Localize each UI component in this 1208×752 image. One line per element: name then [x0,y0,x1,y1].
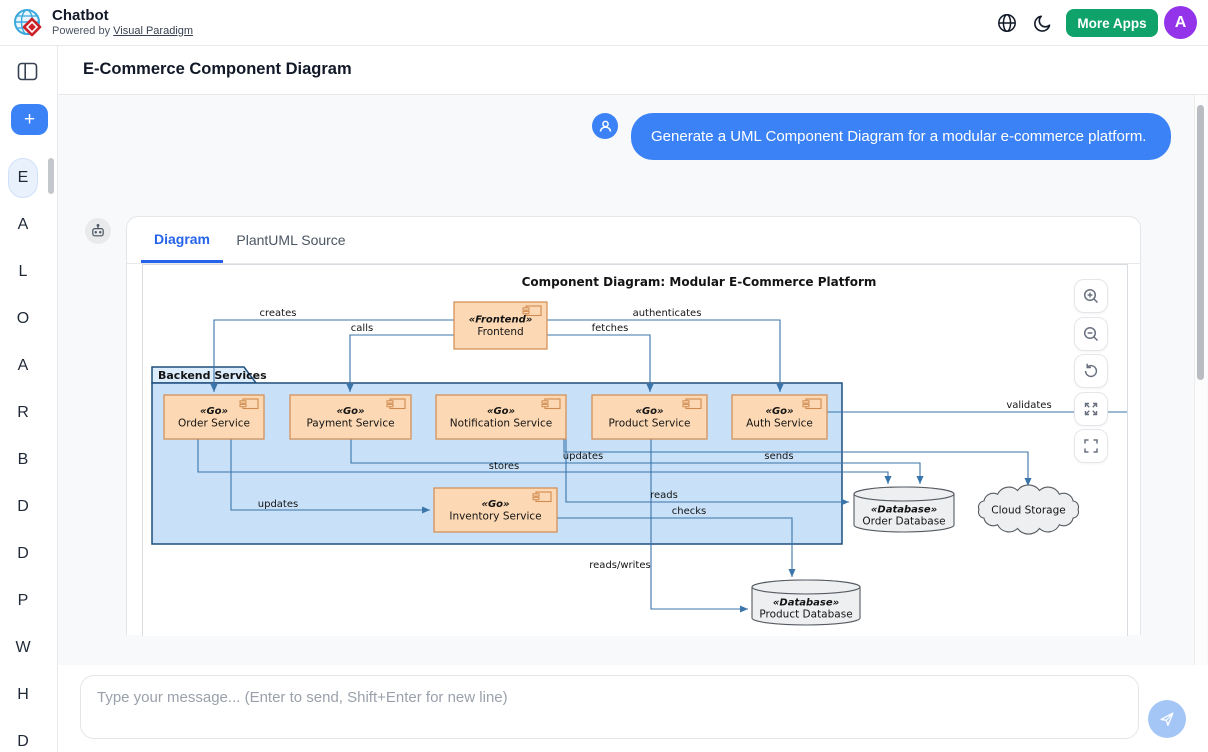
svg-text:«Frontend»: «Frontend» [469,315,533,326]
zoom-out-button[interactable] [1074,316,1108,351]
sidebar-item-r-5[interactable]: R [17,404,29,421]
svg-text:updates: updates [563,451,603,462]
svg-text:fetches: fetches [592,323,629,334]
svg-text:Order Service: Order Service [178,418,250,430]
svg-text:authenticates: authenticates [633,308,702,319]
sidebar-item-a-4[interactable]: A [17,357,29,374]
svg-text:«Go»: «Go» [336,406,364,417]
chat-scrollbar[interactable] [1197,105,1204,380]
conversation-header: E-Commerce Component Diagram [58,46,1208,95]
sidebar-item-b-6[interactable]: B [17,451,29,468]
svg-text:stores: stores [489,461,520,472]
svg-text:validates: validates [1006,400,1051,411]
visual-paradigm-logo-icon [12,7,45,40]
svg-text:Notification Service: Notification Service [450,418,552,430]
message-input[interactable] [80,675,1139,739]
svg-text:Backend Services: Backend Services [158,369,267,382]
svg-text:updates: updates [258,499,298,510]
sidebar-scrollbar[interactable] [48,158,54,194]
svg-text:«Go»: «Go» [481,499,509,510]
svg-text:creates: creates [260,308,297,319]
svg-text:checks: checks [672,506,707,517]
svg-text:«Go»: «Go» [635,406,663,417]
sidebar-item-p-9[interactable]: P [17,592,29,609]
zoom-in-button[interactable] [1074,279,1108,313]
svg-text:sends: sends [764,451,793,462]
bot-avatar-icon [85,218,111,244]
tab-plantuml-source[interactable]: PlantUML Source [236,232,346,248]
svg-text:Auth Service: Auth Service [746,418,813,430]
sidebar: + E A L O A R B D D P W H D [0,46,58,752]
more-apps-button[interactable]: More Apps [1066,9,1158,37]
sidebar-item-a-1[interactable]: A [17,216,29,233]
svg-text:«Database»: «Database» [773,598,839,609]
chat-scroll-area: Generate a UML Component Diagram for a m… [58,95,1208,665]
sidebar-item-h-11[interactable]: H [17,686,29,703]
user-avatar[interactable]: A [1164,6,1197,39]
sidebar-item-d-8[interactable]: D [17,545,29,562]
page-title: E-Commerce Component Diagram [83,60,352,78]
svg-text:reads/writes: reads/writes [589,560,650,571]
sidebar-item-d-12[interactable]: D [17,733,29,750]
app-header: Chatbot Powered by Visual Paradigm More … [0,0,1208,46]
diagram-result-card: Diagram PlantUML Source Component Diagra… [126,216,1141,636]
svg-text:«Go»: «Go» [765,406,793,417]
sidebar-item-e-0[interactable]: E [8,158,38,198]
reset-view-button[interactable] [1074,354,1108,388]
send-plane-icon [1160,712,1174,726]
svg-text:reads: reads [650,490,678,501]
app-title: Chatbot [52,7,109,24]
sidebar-item-w-10[interactable]: W [15,639,31,656]
composer [58,665,1208,752]
send-button[interactable] [1148,700,1186,738]
user-message-avatar-icon [592,113,618,139]
svg-text:Cloud Storage: Cloud Storage [991,505,1065,517]
dark-mode-moon-icon[interactable] [1032,12,1054,34]
svg-text:Component Diagram: Modular E-C: Component Diagram: Modular E-Commerce Pl… [522,275,877,289]
svg-text:«Go»: «Go» [200,406,228,417]
svg-text:Product Service: Product Service [608,418,690,430]
fullscreen-button[interactable] [1074,429,1108,463]
visual-paradigm-link[interactable]: Visual Paradigm [113,25,194,37]
sidebar-item-o-3[interactable]: O [16,310,30,327]
expand-button[interactable] [1074,391,1108,426]
svg-text:«Go»: «Go» [487,406,515,417]
sidebar-item-l-2[interactable]: L [18,263,28,280]
language-globe-icon[interactable] [996,12,1018,34]
sidebar-toggle-icon[interactable] [17,62,39,82]
sidebar-item-d-7[interactable]: D [17,498,29,515]
user-message-bubble: Generate a UML Component Diagram for a m… [631,113,1171,160]
svg-text:calls: calls [351,323,373,334]
svg-text:Payment Service: Payment Service [306,418,394,430]
svg-text:Inventory Service: Inventory Service [449,511,541,523]
result-tabs: Diagram PlantUML Source [127,217,1140,264]
svg-text:«Database»: «Database» [871,505,937,516]
svg-text:Order Database: Order Database [862,516,945,528]
new-chat-button[interactable]: + [11,104,48,135]
tab-diagram[interactable]: Diagram [141,217,223,263]
svg-text:Frontend: Frontend [477,326,523,338]
uml-diagram-canvas[interactable]: Component Diagram: Modular E-Commerce Pl… [142,264,1128,636]
powered-by: Powered by Visual Paradigm [52,25,194,37]
svg-text:Product Database: Product Database [759,609,852,621]
